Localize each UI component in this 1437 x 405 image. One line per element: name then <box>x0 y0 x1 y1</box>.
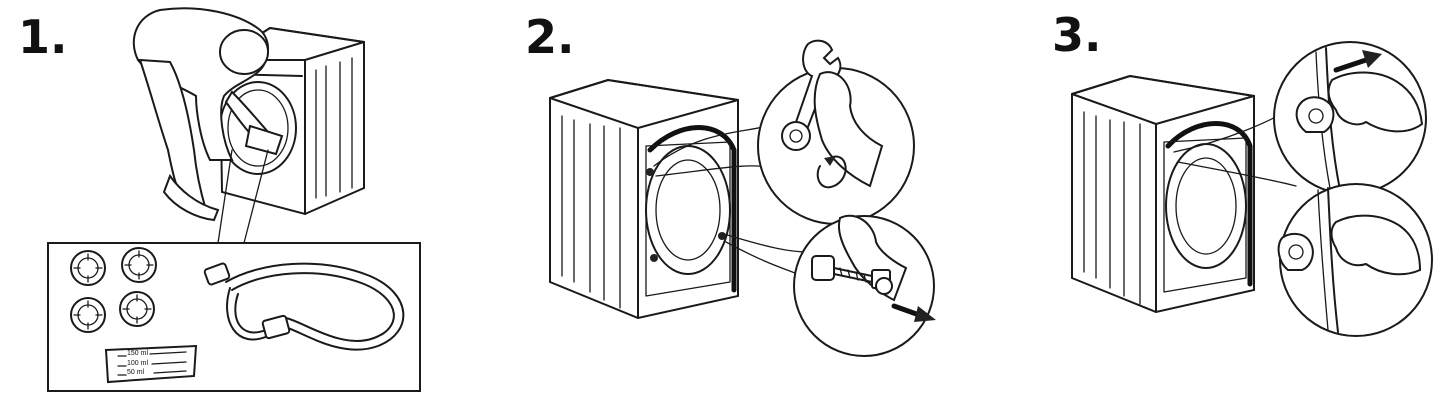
transit-cap-icon <box>70 250 106 286</box>
step-number: 3. <box>1052 8 1102 62</box>
transit-bolt-icon <box>811 255 893 295</box>
hand-icon <box>1330 214 1422 276</box>
washing-machine-icon <box>1071 74 1255 314</box>
inlet-hose-icon <box>203 262 405 351</box>
transit-cap-icon <box>119 291 155 327</box>
washing-machine-icon <box>218 26 365 216</box>
transit-cap-icon <box>70 297 106 333</box>
rotate-arrow-icon <box>816 155 847 189</box>
step-3-illustration <box>1071 41 1433 337</box>
transit-cap-icon <box>1295 96 1335 133</box>
step-2-illustration <box>549 39 936 357</box>
cup-mark: 150 ml <box>127 350 149 357</box>
step-1-illustration <box>47 7 421 392</box>
measuring-cup-icon <box>104 344 198 384</box>
step-3: 3. <box>1010 0 1437 405</box>
step-number: 2. <box>525 10 575 64</box>
transit-cap-icon <box>121 247 157 283</box>
pull-arrow-icon <box>1333 50 1382 73</box>
step-1: 1. <box>0 0 470 405</box>
hand-icon <box>1327 71 1424 133</box>
step-2: 2. <box>490 0 960 405</box>
cup-mark: 100 ml <box>127 360 149 367</box>
cup-mark: 50 ml <box>127 369 145 376</box>
step-number: 1. <box>18 10 68 64</box>
hand-icon <box>813 71 884 188</box>
person-unloading-icon <box>132 7 284 222</box>
washing-machine-icon <box>549 78 739 320</box>
pull-arrow-icon <box>891 303 936 322</box>
transit-cap-icon <box>1277 232 1314 271</box>
